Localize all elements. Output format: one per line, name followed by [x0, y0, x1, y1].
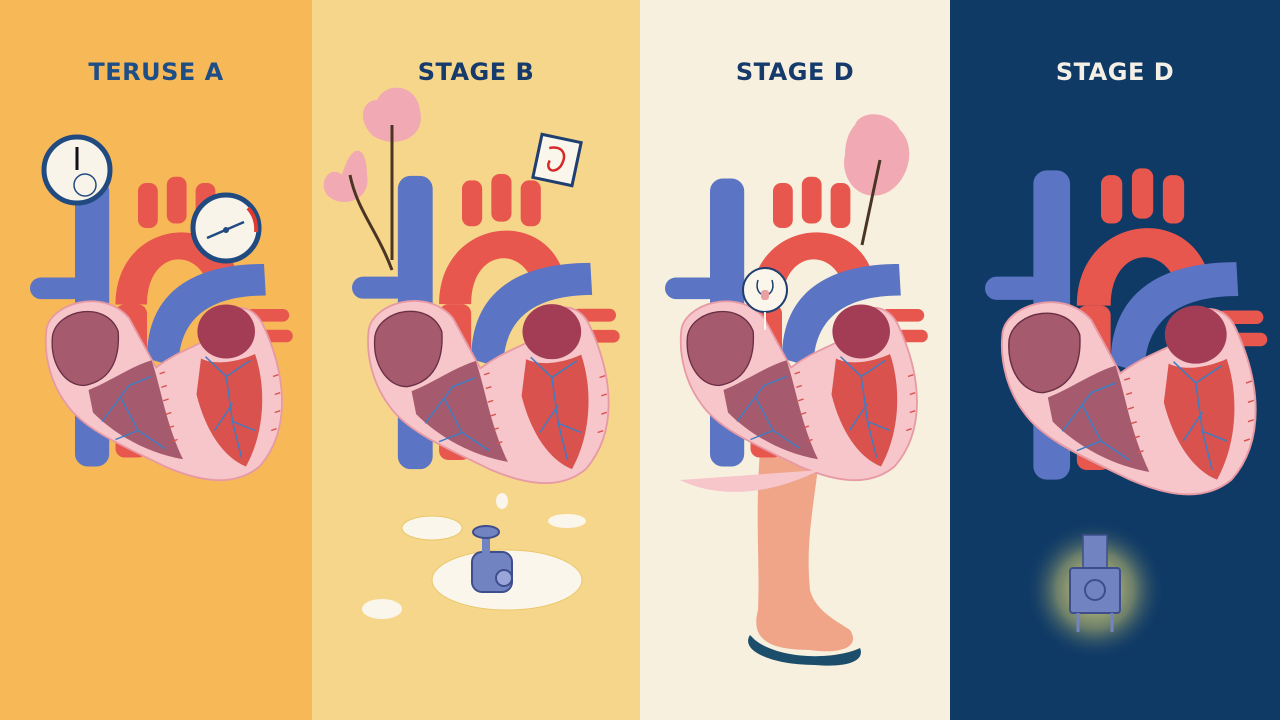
framed-sign-icon	[531, 132, 583, 188]
pressure-dial-icon	[190, 192, 262, 264]
panel-stage-b: STAGE B	[312, 0, 640, 720]
panel-title: STAGE D	[735, 58, 855, 86]
panel-title: STAGE B	[417, 58, 535, 86]
valve-device-icon	[471, 525, 513, 593]
heart-illustration	[323, 87, 621, 619]
blossom-tree-icon	[844, 114, 910, 246]
lung-badge-icon	[742, 267, 788, 330]
heart-illustration	[665, 114, 929, 666]
clock-gauge-icon	[41, 134, 113, 206]
panel-title: STAGE D	[1055, 58, 1175, 86]
heart-illustration	[985, 167, 1269, 660]
glowing-implant-device-icon	[1025, 520, 1165, 660]
swollen-leg-icon	[748, 450, 861, 666]
panel-stage-a: TERUSE A	[0, 0, 312, 720]
panel-stage-c: STAGE D	[640, 0, 950, 720]
panel-stage-d: STAGE D	[950, 0, 1280, 720]
heart-illustration	[30, 134, 294, 482]
panel-title: TERUSE A	[88, 58, 224, 86]
blossom-tree-icon	[323, 87, 421, 271]
